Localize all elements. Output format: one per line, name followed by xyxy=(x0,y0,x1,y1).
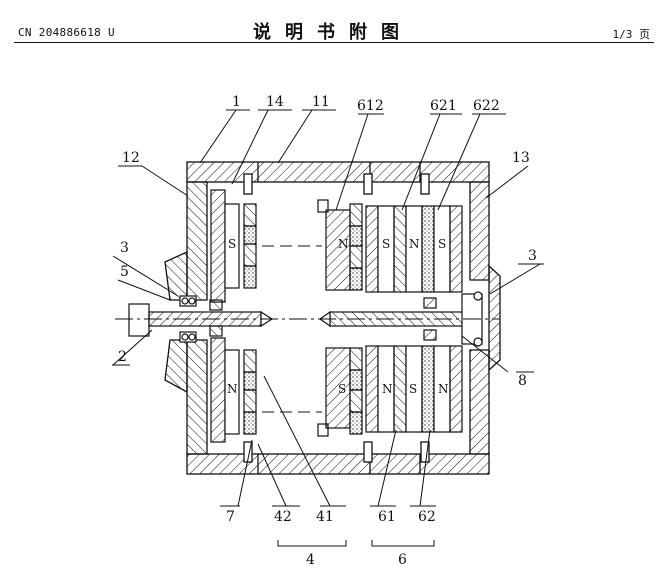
pole-label: N xyxy=(338,237,349,251)
page-number: 1/3 页 xyxy=(612,28,651,41)
right-bearing-boss xyxy=(488,264,501,372)
pole-label: S xyxy=(409,382,417,396)
ref-label: 13 xyxy=(512,150,530,166)
ref-label: 12 xyxy=(122,150,140,166)
ref-label: 1 xyxy=(232,94,241,110)
ref-label: 4 xyxy=(306,552,315,568)
left-magnet-lower xyxy=(224,349,240,435)
input-shaft-end xyxy=(128,303,150,337)
pole-label: S xyxy=(382,237,390,251)
right-end-cover-lower xyxy=(469,349,490,455)
left-magnet-upper xyxy=(224,203,240,289)
ref-label: 6 xyxy=(398,552,407,568)
pole-label: S xyxy=(338,382,346,396)
ref-label: 42 xyxy=(274,509,292,525)
left-rotor-plate xyxy=(210,189,226,303)
ref-label: 3 xyxy=(528,248,537,264)
left-bearing-boss xyxy=(164,250,188,301)
ref-label: 11 xyxy=(312,94,330,110)
left-end-cover xyxy=(186,181,208,301)
left-rotor-plate-lower xyxy=(210,337,226,443)
left-end-cover-lower xyxy=(186,339,208,455)
ref-label: 612 xyxy=(357,98,384,114)
ref-label: 622 xyxy=(473,98,500,114)
pole-label: N xyxy=(438,382,449,396)
housing-top-wall xyxy=(186,161,490,183)
ref-label: 2 xyxy=(118,349,127,365)
pole-label: N xyxy=(409,237,420,251)
pole-label: N xyxy=(382,382,393,396)
ref-label: 14 xyxy=(266,94,284,110)
ref-label: 621 xyxy=(430,98,457,114)
ref-label: 7 xyxy=(226,509,235,525)
ref-label: 61 xyxy=(378,509,396,525)
middle-magnet-lower xyxy=(325,347,351,429)
housing xyxy=(164,161,501,475)
housing-bottom-wall xyxy=(186,453,490,475)
ref-label: 5 xyxy=(120,264,129,280)
right-end-cover xyxy=(469,181,490,281)
pole-label: N xyxy=(227,382,238,396)
pole-label: S xyxy=(228,237,236,251)
left-bearing-boss-lower xyxy=(164,339,188,394)
pole-label: S xyxy=(438,237,446,251)
ref-label: 41 xyxy=(316,509,334,525)
header-rule xyxy=(14,42,654,43)
patent-number: CN 204886618 U xyxy=(18,26,115,39)
ref-label: 3 xyxy=(120,240,129,256)
section-title: 说明书附图 xyxy=(253,22,413,43)
ref-label: 8 xyxy=(518,373,527,389)
ref-label: 62 xyxy=(418,509,436,525)
